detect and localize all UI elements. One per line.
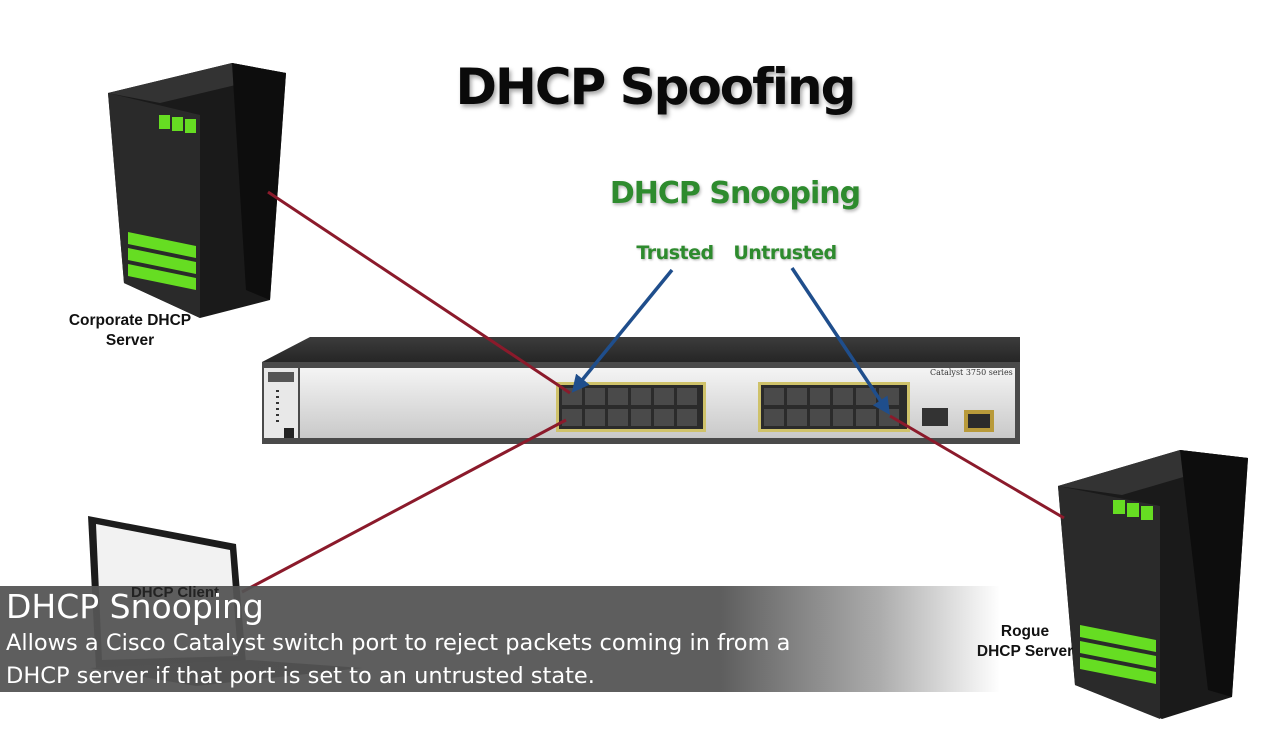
caption-text-line-1: Allows a Cisco Catalyst switch port to r… [6,630,791,656]
client-label: DHCP Client [130,584,220,601]
page-title: DHCP Spoofing [455,58,857,116]
network-links [241,190,1065,594]
caption-bar [0,586,1000,692]
trust-arrows [571,267,890,415]
network-switch [262,337,1020,444]
rogue-server-icon [1058,450,1248,719]
corporate-server-icon [108,63,286,318]
sfp-ports [922,408,994,432]
port-block-right [758,382,910,432]
port-block-left [556,382,706,432]
caption-title: DHCP Snooping [6,587,264,626]
corporate-server-label: Corporate DHCP Server [68,312,192,349]
trusted-port-label: Trusted [636,242,714,264]
untrusted-port-label: Untrusted [733,242,837,264]
snooping-heading: DHCP Snooping [609,176,861,211]
caption-text-line-2: DHCP server if that port is set to an un… [6,663,595,689]
status-leds [276,390,279,422]
switch-model-label: Catalyst 3750 series [930,368,1013,377]
